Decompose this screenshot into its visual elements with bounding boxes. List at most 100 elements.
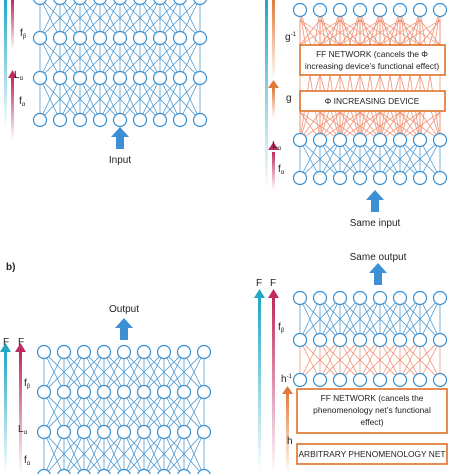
neuron-node <box>412 170 428 186</box>
connection <box>159 0 180 39</box>
connection <box>43 351 85 393</box>
connection <box>79 0 119 39</box>
ff-box-top-line1: FF NETWORK (cancels the Φ <box>316 49 428 59</box>
connection <box>399 297 421 341</box>
neuron-node <box>113 0 127 6</box>
ff-box-bottom-line2: phenomenology net’s functional <box>313 405 431 415</box>
connection <box>164 431 185 474</box>
connection <box>79 77 101 121</box>
label-f-beta: fβ <box>20 28 27 40</box>
connection <box>105 431 145 474</box>
connection <box>139 77 181 121</box>
neuron-node <box>92 70 108 86</box>
connection <box>339 139 361 179</box>
connection <box>99 37 121 79</box>
connection <box>43 351 65 393</box>
ff-network-box-top: FF NETWORK (cancels the Φ increasing dev… <box>299 44 446 76</box>
ff-box-top-line2: increasing device’s functional effect) <box>305 61 439 71</box>
neuron-node <box>172 112 188 128</box>
connection <box>339 19 361 46</box>
neuron-node <box>36 344 52 360</box>
neuron-node <box>93 0 107 6</box>
ff-box-bottom-line3: effect) <box>360 417 383 427</box>
connection <box>83 351 125 393</box>
connection <box>123 391 165 433</box>
connection <box>99 77 121 121</box>
connection <box>144 431 165 474</box>
connection <box>179 37 201 79</box>
connection <box>359 297 401 341</box>
neuron-node <box>176 384 192 400</box>
label-f-alpha-bl: fα <box>24 455 31 467</box>
connection <box>103 391 145 433</box>
connection <box>179 77 201 121</box>
neuron-node <box>97 468 111 474</box>
label-F1-br: F <box>256 278 262 289</box>
neuron-node <box>352 332 368 348</box>
connection <box>359 19 381 46</box>
connection <box>159 37 181 79</box>
neuron-node <box>153 0 167 6</box>
connection <box>399 139 421 179</box>
connection <box>165 431 205 474</box>
connection <box>299 297 321 341</box>
connection <box>339 339 381 381</box>
connection <box>39 0 79 39</box>
neuron-node <box>197 468 211 474</box>
neuron-node <box>72 70 88 86</box>
connection <box>65 431 105 474</box>
connection <box>119 77 141 121</box>
neuron-node <box>152 112 168 128</box>
connection <box>99 37 141 79</box>
connection <box>79 37 101 79</box>
connection <box>39 77 81 121</box>
neuron-node <box>432 2 448 18</box>
connection <box>339 339 361 381</box>
label-l-alpha-right: Lα <box>272 140 282 152</box>
label-l-alpha: Lα <box>14 70 24 82</box>
neuron-node <box>116 344 132 360</box>
connection <box>124 431 145 474</box>
neuron-node <box>132 112 148 128</box>
connection <box>299 297 341 341</box>
connection <box>44 431 65 474</box>
neuron-node <box>152 70 168 86</box>
neuron-node <box>192 112 208 128</box>
arbitrary-phenomenology-box: ARBITRARY PHENOMENOLOGY NET <box>296 443 448 465</box>
connection <box>319 297 341 341</box>
neuron-node <box>412 332 428 348</box>
connection <box>119 37 141 79</box>
connection <box>163 351 205 393</box>
connection <box>99 0 120 39</box>
neuron-node <box>312 170 328 186</box>
neuron-node <box>352 2 368 18</box>
neuron-node <box>136 344 152 360</box>
connection <box>63 351 85 393</box>
connection <box>103 391 125 433</box>
connection <box>339 139 381 179</box>
phi-box-label: Φ INCREASING DEVICE <box>325 96 420 106</box>
neuron-node <box>392 332 408 348</box>
connection <box>419 297 441 341</box>
connection <box>399 297 441 341</box>
neuron-node <box>292 2 308 18</box>
connection <box>139 37 161 79</box>
side-arrows-bottom-left <box>0 343 26 474</box>
neuron-node <box>352 372 368 388</box>
label-h-inverse: h-1 <box>281 374 293 385</box>
connection <box>85 431 125 474</box>
same-input-arrow <box>366 190 384 212</box>
connection <box>63 391 85 433</box>
connection <box>299 339 321 381</box>
neuron-node <box>92 112 108 128</box>
connection <box>299 139 341 179</box>
connection <box>419 339 441 381</box>
neuron-node <box>352 132 368 148</box>
neuron-node <box>412 132 428 148</box>
side-arrows-top-right <box>265 0 279 190</box>
side-arrows-top-left <box>4 0 17 140</box>
connection <box>139 37 181 79</box>
neuron-node <box>196 384 212 400</box>
panel-b-label: b) <box>6 262 15 273</box>
neuron-node <box>312 372 328 388</box>
